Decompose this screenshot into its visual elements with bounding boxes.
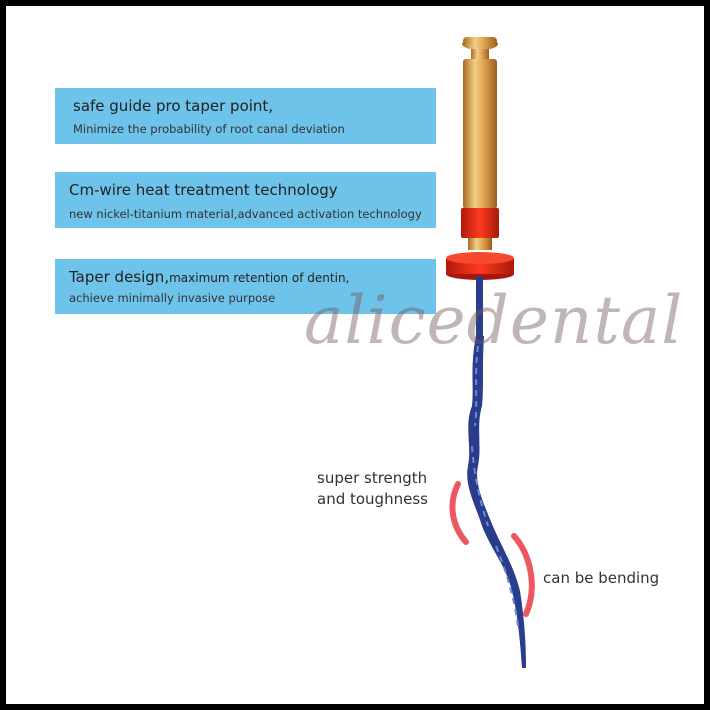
handle-lower — [468, 238, 492, 250]
callout-strength-line2: and toughness — [317, 490, 428, 508]
banner-title: safe guide pro taper point, — [73, 97, 274, 115]
banner-title-main: Taper design, — [69, 268, 170, 286]
banner-subtitle: achieve minimally invasive purpose — [69, 291, 276, 305]
strength-arc — [449, 481, 469, 545]
banner-title: Taper design,maximum retention of dentin… — [69, 268, 349, 286]
callout-bending: can be bending — [543, 569, 660, 587]
banner-subtitle: new nickel-titanium material,advanced ac… — [69, 207, 422, 221]
feature-banner-cm-wire: Cm-wire heat treatment technology new ni… — [55, 172, 436, 228]
handle-neck — [471, 49, 489, 59]
banner-subtitle: Minimize the probability of root canal d… — [73, 122, 345, 136]
watermark: alicedental — [304, 282, 684, 359]
banner-title-continued: maximum retention of dentin, — [169, 271, 350, 285]
handle-body — [463, 59, 497, 209]
handle-cap-top — [463, 37, 497, 45]
handle-red-ring — [461, 208, 499, 238]
stopper-top — [446, 252, 514, 264]
endodontic-file-illustration — [446, 37, 535, 668]
feature-banner-taper-design: Taper design,maximum retention of dentin… — [55, 259, 436, 314]
file-blade — [467, 336, 526, 668]
banner-title: Cm-wire heat treatment technology — [69, 181, 338, 199]
file-shaft — [476, 276, 483, 336]
product-image-frame: safe guide pro taper point, Minimize the… — [6, 6, 704, 704]
bending-arc — [511, 533, 535, 617]
callout-strength-line1: super strength — [317, 469, 428, 487]
callout-strength: super strength and toughness — [317, 468, 428, 510]
feature-banner-pro-taper: safe guide pro taper point, Minimize the… — [55, 88, 436, 144]
